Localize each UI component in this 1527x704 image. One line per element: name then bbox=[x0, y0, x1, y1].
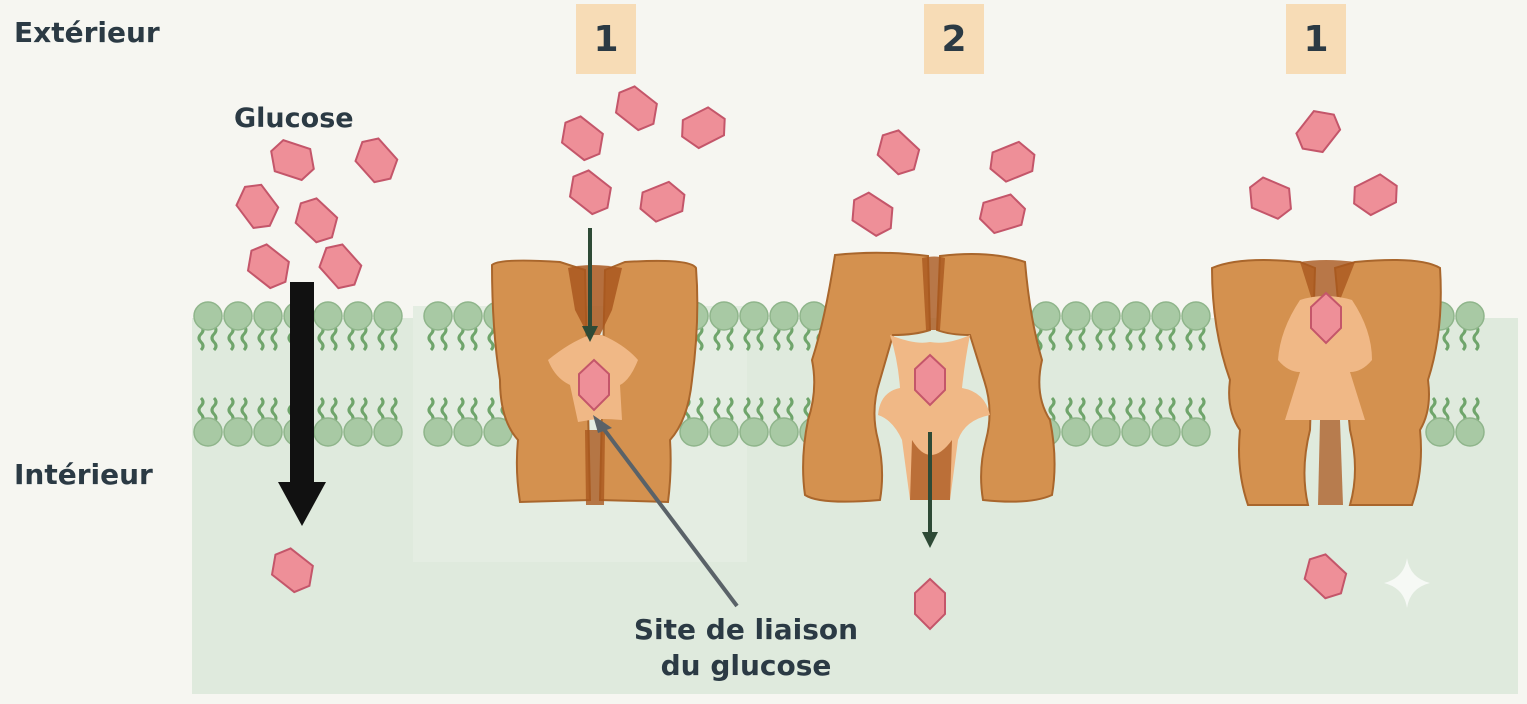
step-badge-3: 1 bbox=[1286, 4, 1346, 74]
glucose-label: Glucose bbox=[234, 103, 354, 134]
binding-site-label: Site de liaison du glucose bbox=[616, 612, 876, 684]
transporter-inward-open bbox=[1210, 259, 1442, 506]
diffusion-arrow bbox=[278, 282, 326, 526]
inside-label: Intérieur bbox=[14, 458, 153, 491]
outside-label: Extérieur bbox=[14, 16, 160, 49]
step-badge-2: 2 bbox=[924, 4, 984, 74]
transporter-outward-open bbox=[490, 259, 699, 505]
sparkle-icon bbox=[1384, 558, 1430, 608]
binding-site-pointer bbox=[593, 415, 739, 608]
binding-site-label-line1: Site de liaison bbox=[633, 613, 859, 646]
transport-arrow-out bbox=[922, 432, 938, 548]
step-badge-1: 1 bbox=[576, 4, 636, 74]
binding-site-label-line2: du glucose bbox=[660, 649, 832, 682]
transport-arrow-in bbox=[582, 228, 598, 342]
